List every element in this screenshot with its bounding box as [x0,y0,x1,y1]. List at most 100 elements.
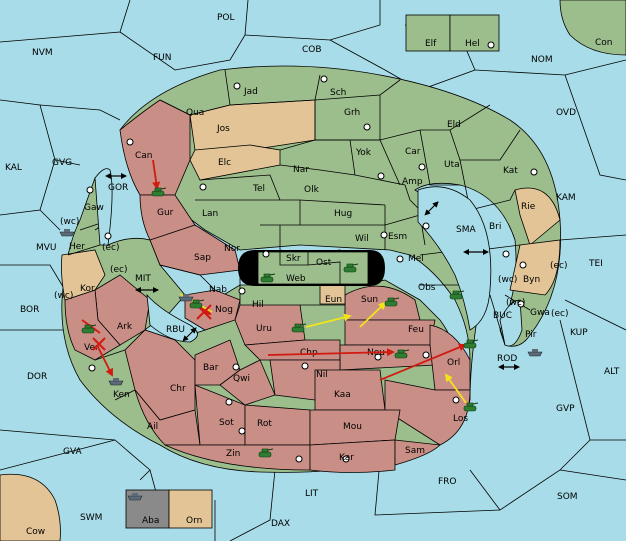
label-zin: Zin [226,449,240,459]
army-uru-icon[interactable] [291,323,307,333]
label-amp: Amp [402,177,423,187]
label-ost: Ost [316,258,332,268]
label-sun: Sun [361,295,378,305]
label-ec-byn: (ec) [550,261,568,271]
label-aba: Aba [142,516,159,526]
label-olk: Olk [304,185,320,195]
label-orl: Orl [447,358,460,368]
label-jos: Jos [216,124,230,134]
army-nog-icon[interactable] [189,299,205,309]
label-can: Can [135,151,153,161]
province-elf[interactable] [405,14,451,52]
label-sap: Sap [194,253,211,263]
label-nvm: NVM [32,48,53,58]
label-kat: Kat [503,166,518,176]
label-ovd: OVD [556,108,576,118]
army-gur-icon[interactable] [151,187,167,197]
label-mel: Mel [408,254,424,264]
label-gwa: Gwa [530,308,550,318]
army-zin-icon[interactable] [258,448,274,458]
fleet-ken-icon[interactable] [108,378,124,386]
label-som: SOM [557,492,578,502]
label-pol: POL [217,13,235,23]
army-los-icon[interactable] [463,402,479,412]
label-rbu: RBU [166,325,185,335]
label-nog: Nog [215,305,233,315]
label-swm: SWM [80,513,102,523]
fleet-aba-icon[interactable] [127,493,143,501]
label-dax: DAX [271,519,290,529]
province-rie[interactable] [514,187,561,246]
label-kal: KAL [5,163,22,173]
label-ver: Ver [84,343,99,353]
province-rot[interactable] [244,404,311,446]
label-bri: Bri [489,222,501,232]
label-nar: Nar [293,165,309,175]
label-ec-gwa: (ec) [551,309,569,319]
label-uta: Uta [444,160,460,170]
province-qwi[interactable] [219,359,276,406]
label-gvg: GVG [52,158,72,168]
label-cow: Cow [26,527,45,537]
connection-arrows [105,173,520,370]
label-elc: Elc [218,158,231,168]
army-orl-icon[interactable] [463,339,479,349]
fleet-her-icon[interactable] [59,229,75,237]
label-eun: Eun [325,295,342,305]
province-con[interactable] [559,0,626,56]
label-nil: Nil [316,370,328,380]
army-neu-icon[interactable] [394,349,410,359]
province-kar[interactable] [309,439,396,473]
sea-buc-inlet [499,299,523,347]
army-web-icon[interactable] [260,273,276,283]
label-sma: SMA [456,225,476,235]
label-mvu: MVU [36,243,57,253]
province-sam[interactable] [394,439,441,466]
province-ver[interactable] [64,289,121,361]
label-fro: FRO [438,477,457,487]
label-nom: NOM [531,55,553,65]
label-wc-kor: (wc) [54,291,73,301]
label-kam: KAM [556,193,576,203]
army-obs-icon[interactable] [449,290,465,300]
province-kor[interactable] [61,249,106,301]
label-ark: Ark [117,322,133,332]
label-cob: COB [302,45,322,55]
label-gor: GOR [108,183,128,193]
label-hug: Hug [334,209,352,219]
label-gva: GVA [63,447,83,457]
label-ken: Ken [113,390,130,400]
label-rie: Rie [521,202,536,212]
province-can[interactable] [119,99,191,196]
label-car: Car [405,147,421,157]
land-labels: Con Elf Hel Cow Aba Orn Jad Sch Qua Jos … [26,38,613,537]
label-byn: Byn [523,275,540,285]
label-pir: Pir [525,330,537,340]
label-lan: Lan [202,209,218,219]
province-orn[interactable] [168,489,213,529]
label-bor: BOR [20,305,39,315]
label-tel: Tel [252,184,265,194]
label-esm: Esm [388,232,407,242]
army-ost-icon[interactable] [343,263,359,273]
province-ail[interactable] [134,389,201,446]
label-feu: Feu [408,325,424,335]
fleet-nab-icon[interactable] [178,294,194,302]
supply-centers [86,41,538,463]
label-web: Web [286,274,306,284]
label-buc: BUC [493,311,512,321]
province-byn[interactable] [509,239,561,296]
label-chr: Chr [170,384,186,394]
fleet-pir-icon[interactable] [527,349,543,357]
label-alt: ALT [604,367,620,377]
label-obs: Obs [418,283,436,293]
coast-labels: (wc) (ec) (ec) (wc) (wc) (ec) (wc) (ec) [54,217,569,319]
army-ver-icon[interactable] [81,324,97,334]
label-uru: Uru [256,324,272,334]
province-cow[interactable] [0,473,61,541]
label-chp: Chp [300,348,318,358]
army-sun-icon[interactable] [384,297,400,307]
skr-border [279,252,309,266]
label-rod: ROD [497,354,517,364]
label-kup: KUP [570,328,588,338]
